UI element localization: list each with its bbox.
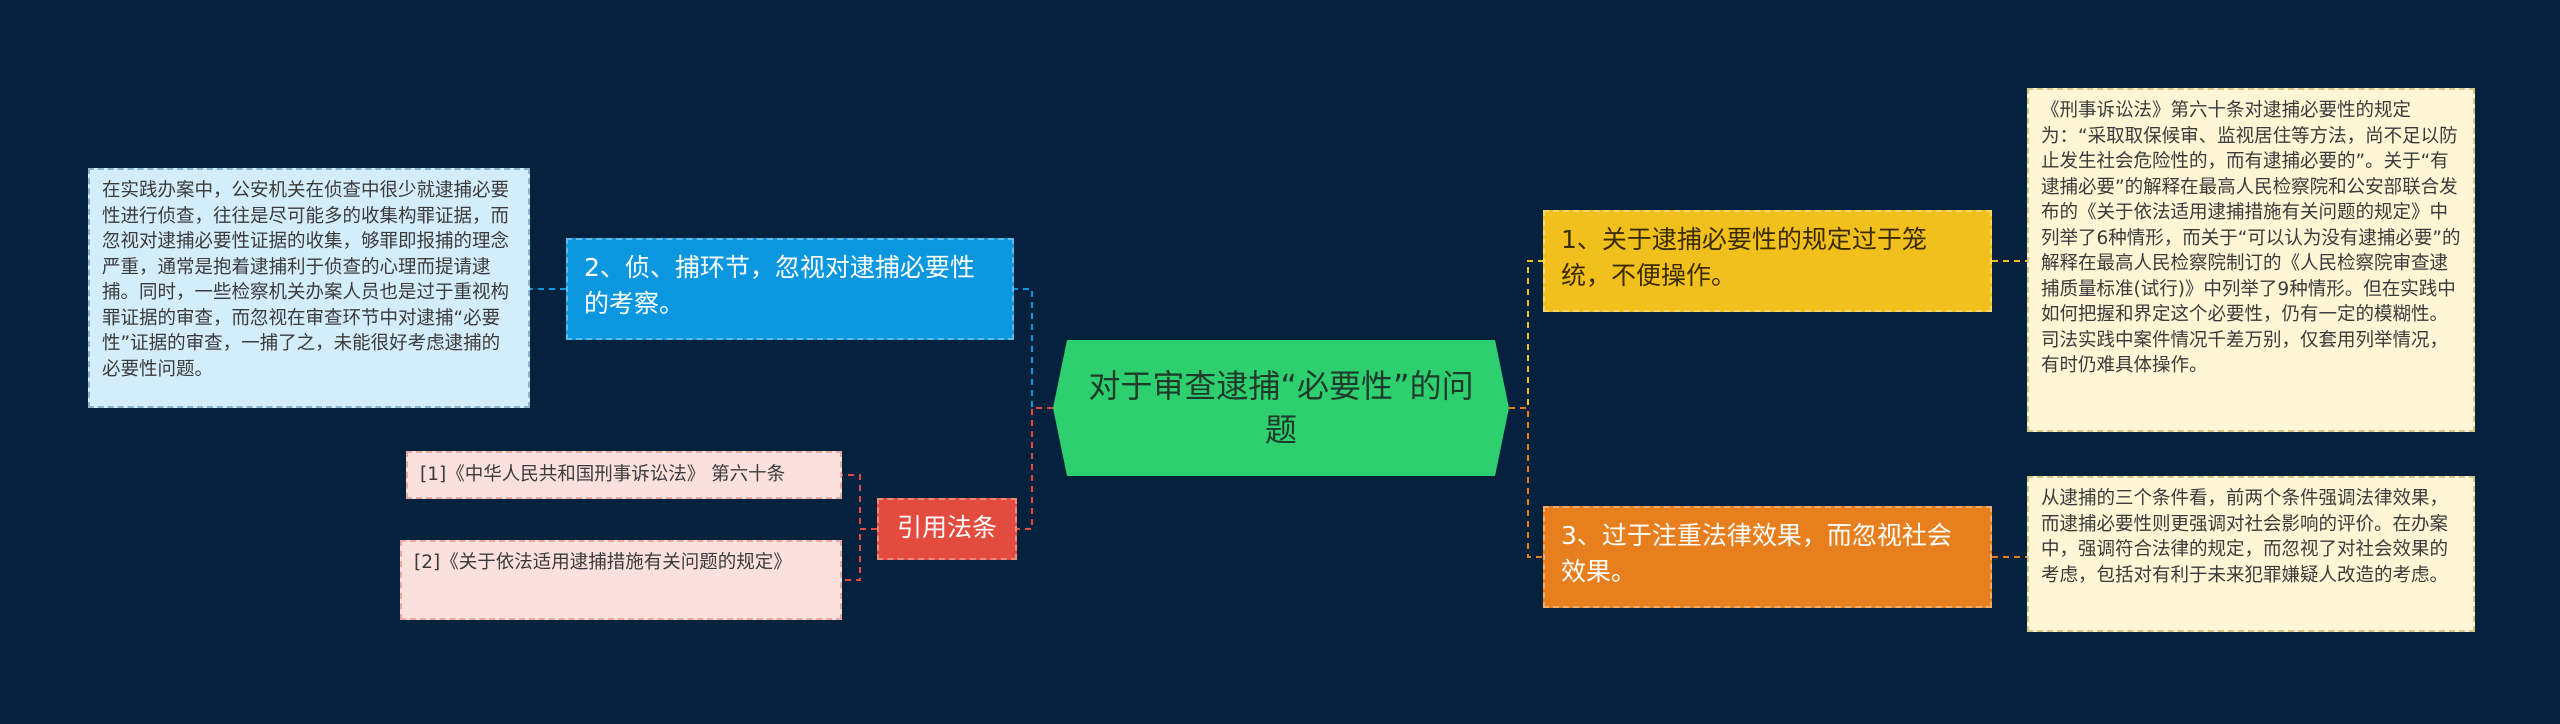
law-reference-2[interactable]: [2]《关于依法适用逮捕措施有关问题的规定》 [400, 540, 842, 620]
connector-center-to-branch2 [1014, 288, 1053, 409]
branch-label: 引用法条 [896, 513, 997, 542]
detail-text: 从逮捕的三个条件看，前两个条件强调法律效果，而逮捕必要性则更强调对社会影响的评价… [2041, 488, 2449, 586]
reference-text: [2]《关于依法适用逮捕措施有关问题的规定》 [414, 552, 792, 573]
detail-vague-provisions[interactable]: 《刑事诉讼法》第六十条对逮捕必要性的规定为：“采取取保候审、监视居住等方法，尚不… [2027, 88, 2475, 432]
connector-laws-to-ref2 [842, 528, 877, 581]
detail-text: 《刑事诉讼法》第六十条对逮捕必要性的规定为：“采取取保候审、监视居住等方法，尚不… [2041, 100, 2461, 376]
branch-investigation-stage[interactable]: 2、侦、捕环节，忽视对逮捕必要性的考察。 [566, 238, 1014, 340]
connector-center-to-branch3 [1509, 407, 1543, 558]
reference-text: [1]《中华人民共和国刑事诉讼法》 第六十条 [420, 464, 786, 485]
branch-legal-vs-social-effect[interactable]: 3、过于注重法律效果，而忽视社会效果。 [1543, 506, 1992, 608]
detail-text: 在实践办案中，公安机关在侦查中很少就逮捕必要性进行侦查，往往是尽可能多的收集构罪… [102, 180, 510, 380]
central-topic[interactable]: 对于审查逮捕“必要性”的问题 [1053, 340, 1509, 476]
law-reference-1[interactable]: [1]《中华人民共和国刑事诉讼法》 第六十条 [406, 451, 842, 499]
branch-cited-laws[interactable]: 引用法条 [877, 498, 1017, 560]
detail-investigation-stage[interactable]: 在实践办案中，公安机关在侦查中很少就逮捕必要性进行侦查，往往是尽可能多的收集构罪… [88, 168, 530, 408]
branch-label: 3、过于注重法律效果，而忽视社会效果。 [1561, 521, 1952, 586]
connector-center-to-branch1 [1509, 260, 1543, 409]
branch-label: 2、侦、捕环节，忽视对逮捕必要性的考察。 [584, 253, 975, 318]
branch-vague-provisions[interactable]: 1、关于逮捕必要性的规定过于笼统，不便操作。 [1543, 210, 1992, 312]
detail-legal-vs-social-effect[interactable]: 从逮捕的三个条件看，前两个条件强调法律效果，而逮捕必要性则更强调对社会影响的评价… [2027, 476, 2475, 632]
connector-laws-to-ref1 [842, 474, 877, 530]
central-topic-label: 对于审查逮捕“必要性”的问题 [1088, 367, 1474, 449]
branch-label: 1、关于逮捕必要性的规定过于笼统，不便操作。 [1561, 225, 1927, 290]
connector-center-to-laws [1017, 407, 1053, 530]
